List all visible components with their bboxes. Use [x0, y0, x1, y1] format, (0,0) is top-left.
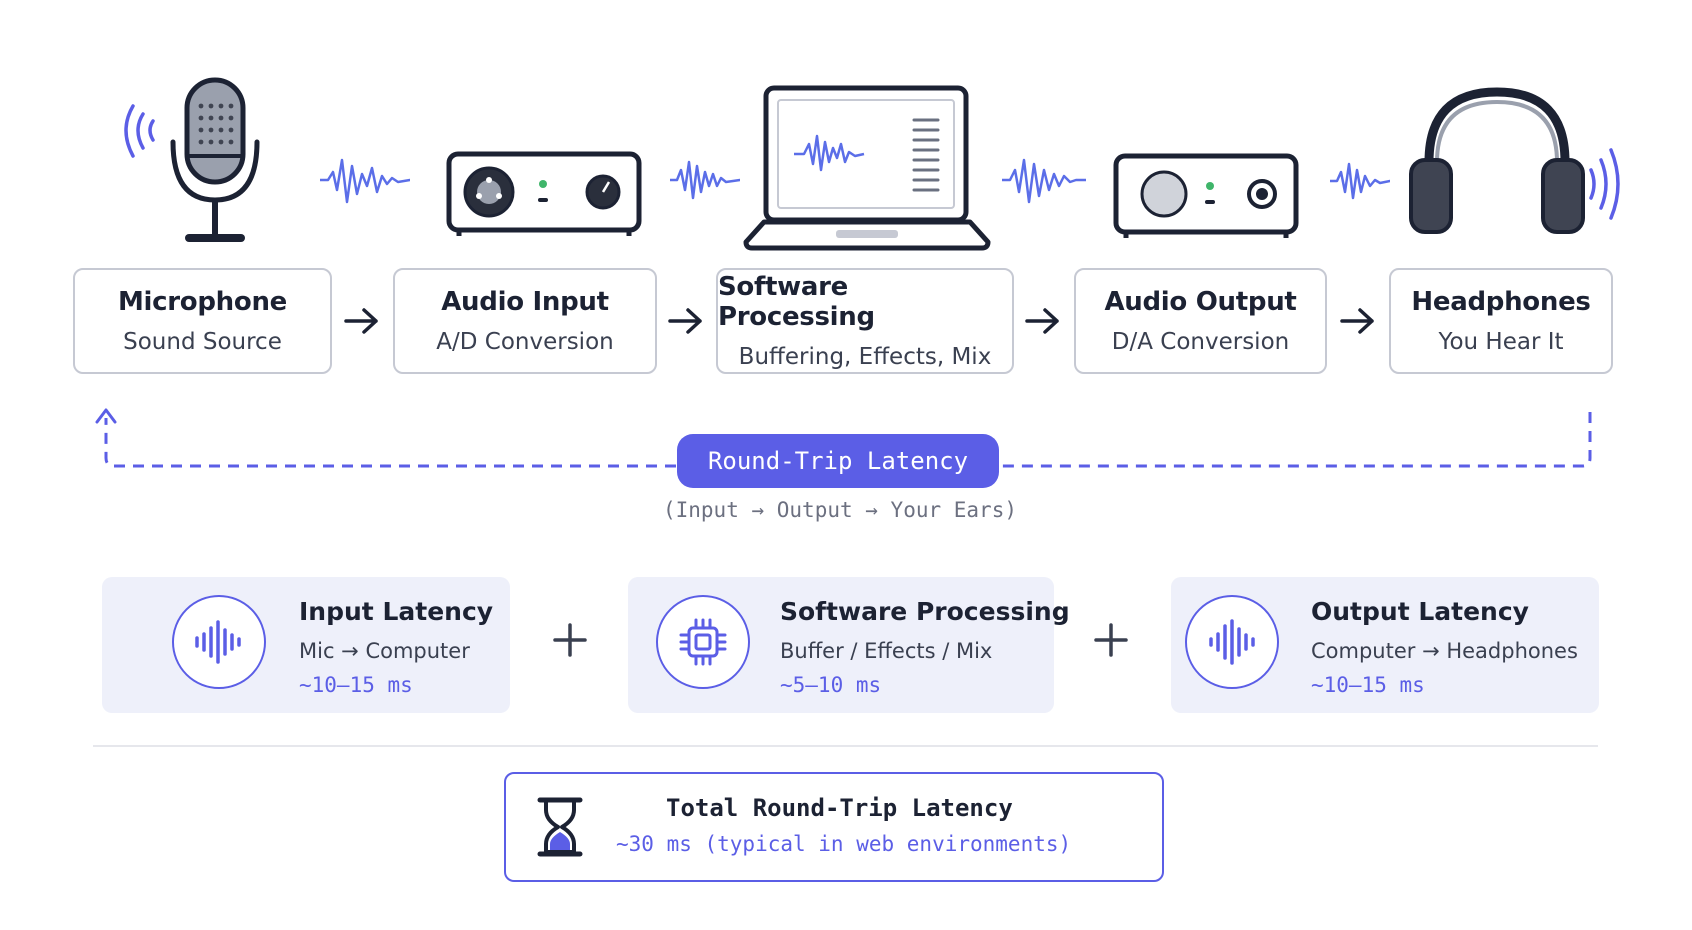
arrow-right-icon — [668, 308, 702, 334]
card-subtitle: Mic → Computer — [299, 639, 470, 663]
card-title: Output Latency — [1311, 597, 1529, 626]
total-latency-box: Total Round-Trip Latency ~30 ms (typical… — [504, 772, 1164, 882]
stage-software-processing: Software Processing Buffering, Effects, … — [716, 268, 1014, 374]
arrow-right-icon — [1340, 308, 1374, 334]
card-value: ~10–15 ms — [1311, 673, 1425, 697]
divider — [93, 745, 1598, 747]
laptop-icon — [743, 85, 991, 251]
stage-title: Microphone — [117, 287, 287, 317]
microphone-icon — [124, 77, 260, 242]
card-value: ~10–15 ms — [299, 673, 413, 697]
round-trip-caption: (Input → Output → Your Ears) — [662, 498, 1017, 522]
total-value: ~30 ms (typical in web environments) — [616, 832, 1072, 856]
card-title: Input Latency — [299, 597, 494, 626]
card-software-processing: Software Processing Buffer / Effects / M… — [628, 577, 1070, 713]
sound-wave-icon — [1002, 158, 1086, 204]
arrow-right-icon — [1025, 308, 1059, 334]
arrow-up-icon — [95, 408, 117, 424]
stage-subtitle: Buffering, Effects, Mix — [738, 344, 992, 370]
stage-title: Headphones — [1411, 287, 1591, 317]
hourglass-icon — [537, 797, 583, 857]
stage-title: Audio Input — [441, 287, 609, 317]
sound-wave-icon — [320, 158, 410, 204]
card-subtitle: Buffer / Effects / Mix — [780, 639, 993, 663]
card-input-latency: Input Latency Mic → Computer ~10–15 ms — [102, 577, 510, 713]
stage-title: Software Processing — [718, 272, 875, 332]
card-subtitle: Computer → Headphones — [1311, 639, 1578, 663]
stage-subtitle: Sound Source — [123, 329, 282, 355]
stage-title: Audio Output — [1104, 287, 1297, 317]
stage-headphones: Headphones You Hear It — [1389, 268, 1613, 374]
stage-audio-input: Audio Input A/D Conversion — [393, 268, 657, 374]
arrow-right-icon — [344, 308, 378, 334]
plus-icon — [553, 623, 587, 657]
stage-subtitle: D/A Conversion — [1111, 329, 1290, 355]
stage-subtitle: A/D Conversion — [436, 329, 614, 355]
stage-subtitle: You Hear It — [1438, 329, 1564, 355]
round-trip-loop — [95, 408, 1592, 468]
cpu-chip-icon — [656, 595, 750, 689]
round-trip-label: Round-Trip Latency — [677, 434, 999, 488]
sound-wave-icon — [670, 160, 740, 200]
sound-wave-icon — [1330, 162, 1390, 200]
stage-audio-output: Audio Output D/A Conversion — [1074, 268, 1327, 374]
waveform-icon — [1185, 595, 1279, 689]
card-output-latency: Output Latency Computer → Headphones ~10… — [1171, 577, 1599, 713]
plus-icon — [1094, 623, 1128, 657]
dac-icon — [1113, 153, 1299, 238]
audio-interface-icon — [446, 151, 642, 236]
stage-microphone: Microphone Sound Source — [73, 268, 332, 374]
card-value: ~5–10 ms — [780, 673, 882, 697]
card-title: Software Processing — [780, 597, 1070, 626]
waveform-icon — [172, 595, 266, 689]
headphones-icon — [1409, 87, 1620, 234]
total-title: Total Round-Trip Latency — [666, 794, 1013, 822]
